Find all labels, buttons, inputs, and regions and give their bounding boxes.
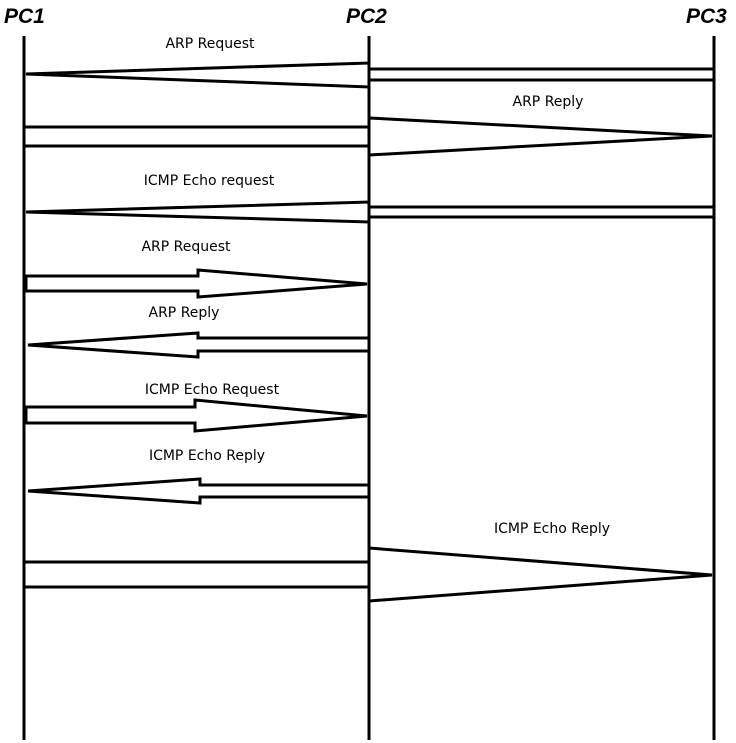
message-arrowhead [367,546,713,603]
message-icmp-echo-reply-to-pc1: ICMP Echo Reply [22,521,713,603]
message-bar [367,205,716,219]
message-label: ARP Reply [149,305,220,321]
message-bar [22,125,371,148]
message-arrow [24,268,368,299]
message-arrowhead [367,116,713,157]
message-arp-reply-pc2-pc1: ARP Reply [27,305,371,359]
message-arp-reply-to-pc1: ARP Reply [22,94,713,157]
message-icmp-echo-request-pc1-pc2: ICMP Echo Request [24,382,368,433]
message-label: ARP Request [165,36,255,52]
message-arp-request-broadcast: ARP Request [25,36,716,89]
message-arp-request-pc1-pc2: ARP Request [24,239,368,299]
message-arrow [27,331,371,359]
host-label-pc2: PC2 [346,5,387,28]
message-bar [22,560,371,589]
message-label: ICMP Echo Reply [149,448,265,464]
host-label-pc1: PC1 [4,5,45,28]
message-icmp-echo-request-to-pc3: ICMP Echo request [25,173,716,224]
message-icmp-echo-reply-pc2-pc1: ICMP Echo Reply [27,448,371,505]
message-bar [367,67,716,82]
message-arrow [27,477,371,505]
host-label-pc3: PC3 [686,5,727,28]
message-arrowhead [25,200,371,224]
message-arrow [24,398,368,433]
message-label: ARP Request [141,239,231,255]
message-arrowhead [25,61,371,89]
message-label: ICMP Echo Request [145,382,280,398]
message-label: ARP Reply [513,94,584,110]
message-label: ICMP Echo Reply [494,521,610,537]
message-label: ICMP Echo request [144,173,275,189]
